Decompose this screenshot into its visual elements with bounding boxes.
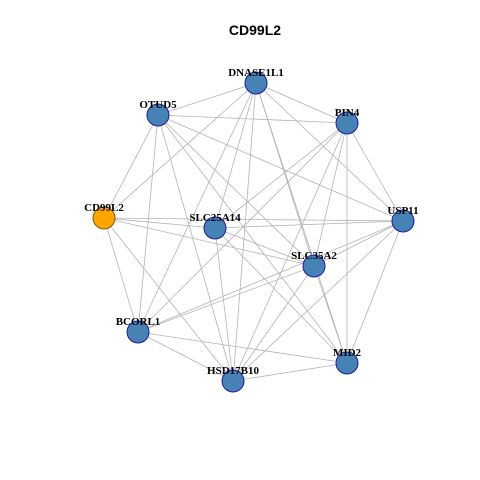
node-label-otud5: OTUD5 — [139, 99, 177, 111]
edge-otud5-mid2 — [157, 114, 348, 364]
edge-pin4-slc25a14 — [214, 122, 348, 229]
edge-slc25a14-hsd17b10 — [214, 227, 234, 382]
diagram-title: CD99L2 — [229, 22, 281, 38]
edge-slc35a2-hsd17b10 — [232, 265, 315, 382]
edge-otud5-usp11 — [157, 114, 404, 222]
node-mid2[interactable] — [335, 351, 359, 375]
node-otud5[interactable] — [146, 103, 170, 127]
edge-dnase1l1-pin4 — [255, 82, 348, 124]
edge-dnase1l1-usp11 — [255, 82, 404, 222]
edge-cd99l2-usp11 — [103, 217, 404, 222]
edge-layer — [103, 82, 404, 382]
edge-otud5-dnase1l1 — [157, 82, 257, 116]
edge-slc35a2-mid2 — [313, 265, 348, 364]
edge-dnase1l1-slc25a14 — [214, 82, 257, 229]
edge-slc35a2-bcorl1 — [137, 265, 315, 333]
node-slc35a2[interactable] — [302, 254, 326, 278]
edge-pin4-bcorl1 — [137, 122, 348, 333]
edge-slc25a14-mid2 — [214, 227, 348, 364]
node-label-dnase1l1: DNASE1L1 — [228, 67, 284, 79]
edge-otud5-pin4 — [157, 114, 348, 124]
edge-otud5-slc35a2 — [157, 114, 315, 267]
node-slc25a14[interactable] — [203, 216, 227, 240]
edge-dnase1l1-mid2 — [255, 82, 348, 364]
edge-slc25a14-slc35a2 — [214, 227, 315, 267]
edge-dnase1l1-cd99l2 — [103, 82, 257, 219]
edge-otud5-bcorl1 — [137, 114, 159, 333]
node-label-cd99l2: CD99L2 — [84, 202, 124, 214]
node-bcorl1[interactable] — [126, 320, 150, 344]
edge-usp11-mid2 — [346, 220, 404, 364]
edge-cd99l2-bcorl1 — [103, 217, 139, 333]
node-dnase1l1[interactable] — [244, 71, 268, 95]
node-label-slc35a2: SLC35A2 — [291, 250, 337, 262]
node-label-usp11: USP11 — [387, 205, 418, 217]
node-cd99l2[interactable] — [92, 206, 116, 230]
edge-usp11-bcorl1 — [137, 220, 404, 333]
edge-bcorl1-hsd17b10 — [137, 331, 234, 382]
edge-usp11-hsd17b10 — [232, 220, 404, 382]
edge-dnase1l1-hsd17b10 — [232, 82, 257, 382]
node-hsd17b10[interactable] — [221, 369, 245, 393]
node-layer — [92, 71, 415, 393]
node-label-hsd17b10: HSD17B10 — [207, 365, 259, 377]
edge-dnase1l1-bcorl1 — [137, 82, 257, 333]
node-label-mid2: MID2 — [333, 347, 362, 359]
node-label-slc25a14: SLC25A14 — [189, 212, 241, 224]
edge-otud5-cd99l2 — [103, 114, 159, 219]
edge-cd99l2-hsd17b10 — [103, 217, 234, 382]
edge-usp11-slc35a2 — [313, 220, 404, 267]
edge-cd99l2-slc25a14 — [103, 217, 216, 229]
node-pin4[interactable] — [335, 111, 359, 135]
edge-pin4-hsd17b10 — [232, 122, 348, 382]
edge-pin4-slc35a2 — [313, 122, 348, 267]
edge-pin4-usp11 — [346, 122, 404, 222]
node-label-pin4: PIN4 — [335, 107, 360, 119]
node-label-bcorl1: BCORL1 — [116, 316, 161, 328]
edge-cd99l2-slc35a2 — [103, 217, 315, 267]
edge-mid2-hsd17b10 — [232, 362, 348, 382]
edge-slc25a14-usp11 — [214, 220, 404, 229]
edge-bcorl1-mid2 — [137, 331, 348, 364]
node-usp11[interactable] — [391, 209, 415, 233]
